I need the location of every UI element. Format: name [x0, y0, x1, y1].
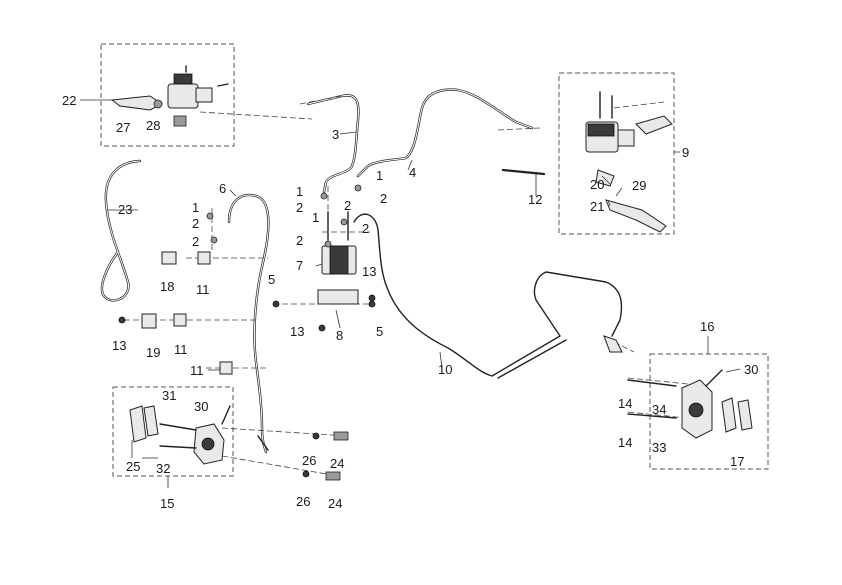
callout-23: 23	[118, 202, 132, 217]
leader-lines	[80, 99, 741, 488]
callout-15: 15	[160, 496, 174, 511]
callout-5b: 5	[376, 324, 383, 339]
callout-11a: 11	[196, 282, 210, 297]
hose-23	[100, 159, 142, 302]
callout-34: 34	[652, 402, 666, 417]
brake-pads-25	[129, 405, 147, 443]
callout-26b: 26	[296, 494, 310, 509]
callout-14b: 14	[618, 435, 632, 450]
callout-26a: 26	[302, 453, 316, 468]
callout-24a: 24	[330, 456, 344, 471]
callout-11c: 11	[190, 363, 204, 378]
callout-2e: 2	[192, 234, 199, 249]
callout-13a: 13	[362, 264, 376, 279]
abs-modulator-7	[317, 211, 359, 305]
callout-32: 32	[156, 461, 170, 476]
front-caliper-group	[112, 386, 234, 477]
hose-6	[227, 193, 270, 454]
callout-2f: 2	[296, 233, 303, 248]
callout-13b: 13	[290, 324, 304, 339]
callout-10: 10	[438, 362, 452, 377]
hose-12	[501, 168, 546, 176]
callout-14a: 14	[618, 396, 632, 411]
callout-22: 22	[62, 93, 76, 108]
hose-fittings	[118, 184, 623, 375]
pipe-4	[356, 88, 534, 178]
callout-7: 7	[296, 258, 303, 273]
front-caliper-assembly	[129, 405, 349, 481]
callout-28: 28	[146, 118, 160, 133]
callout-12: 12	[528, 192, 542, 207]
callout-21: 21	[590, 199, 604, 214]
callout-2b: 2	[296, 200, 303, 215]
brake-pads-17	[721, 397, 737, 433]
pipe-10	[353, 213, 623, 377]
callout-2a: 2	[192, 216, 199, 231]
callout-24b: 24	[328, 496, 342, 511]
callout-19: 19	[146, 345, 160, 360]
callout-1a: 1	[192, 200, 199, 215]
callout-2c: 2	[362, 221, 369, 236]
rear-caliper-group	[649, 353, 769, 470]
callout-4: 4	[409, 165, 416, 180]
callout-33: 33	[652, 440, 666, 455]
callout-9: 9	[682, 145, 689, 160]
callout-labels: 22 27 28 3 4 9 12 20 29 21 23 6 1 2 1 2 …	[62, 93, 758, 511]
callout-1d: 1	[376, 168, 383, 183]
callout-2g: 2	[344, 198, 351, 213]
brake-hoses	[100, 88, 623, 454]
callout-27: 27	[116, 120, 130, 135]
front-right-master-cylinder-group	[100, 43, 235, 147]
front-left-master-cylinder-group	[558, 72, 675, 235]
callout-17: 17	[730, 454, 744, 469]
callout-5a: 5	[268, 272, 275, 287]
callout-11b: 11	[174, 342, 188, 357]
callout-1b: 1	[296, 184, 303, 199]
callout-30a: 30	[744, 362, 758, 377]
master-cylinder-right	[110, 65, 229, 127]
rear-caliper-assembly	[627, 369, 753, 439]
master-cylinder-left	[585, 91, 673, 233]
callout-30b: 30	[194, 399, 208, 414]
callout-6: 6	[219, 181, 226, 196]
callout-13c: 13	[112, 338, 126, 353]
callout-2d: 2	[380, 191, 387, 206]
callout-20: 20	[590, 177, 604, 192]
callout-18: 18	[160, 279, 174, 294]
callout-1c: 1	[312, 210, 319, 225]
callout-29: 29	[632, 178, 646, 193]
pipe-3	[306, 94, 360, 194]
callout-3: 3	[332, 127, 339, 142]
callout-25: 25	[126, 459, 140, 474]
callout-8: 8	[336, 328, 343, 343]
callout-16: 16	[700, 319, 714, 334]
callout-31: 31	[162, 388, 176, 403]
